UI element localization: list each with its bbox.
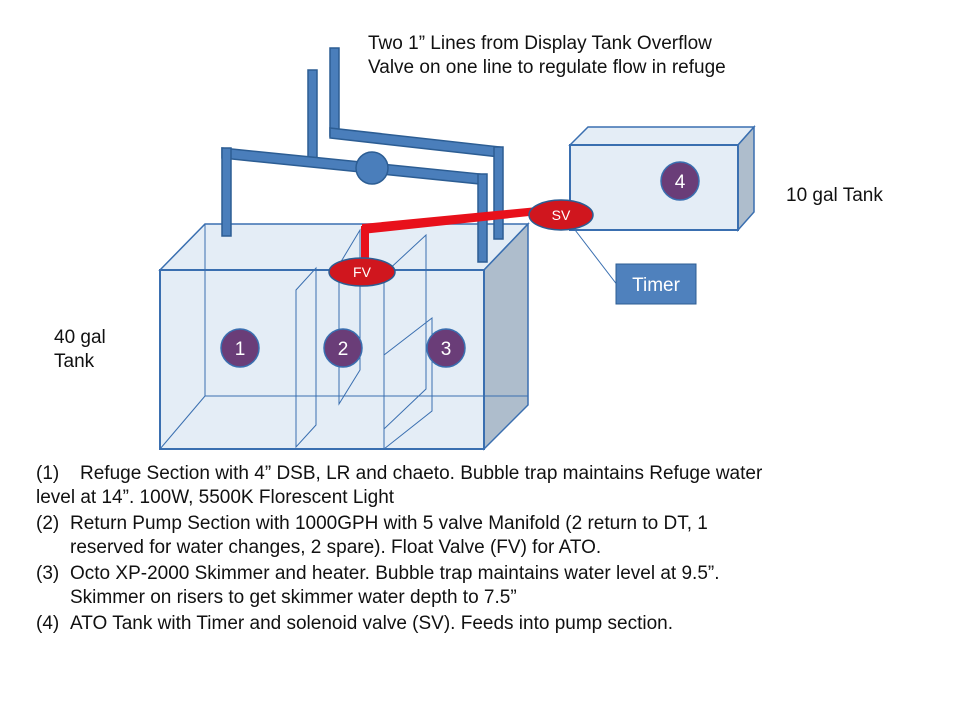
ato-line-drop — [361, 226, 369, 272]
note-item: (4) ATO Tank with Timer and solenoid val… — [36, 612, 936, 636]
solenoid-valve: SV — [528, 199, 594, 231]
ato-tank-label: 10 gal Tank — [786, 185, 883, 206]
float-valve: FV — [328, 257, 396, 287]
note-text: ATO Tank with Timer and solenoid valve (… — [70, 613, 674, 634]
note-text-continued: reserved for water changes, 2 spare). Fl… — [70, 537, 602, 558]
timer-label: Timer — [632, 275, 681, 296]
section-1-label: 1 — [235, 339, 246, 360]
pipe-drop-right — [493, 146, 504, 240]
ato-tank-top — [568, 126, 756, 146]
note-number: (3) — [36, 563, 60, 584]
ato-line — [361, 206, 619, 287]
main-tank-label-line1: 40 gal — [54, 327, 106, 348]
note-text: Octo XP-2000 Skimmer and heater. Bubble … — [70, 563, 720, 584]
solenoid-valve-shape — [528, 199, 594, 231]
note-item: (2) Return Pump Section with 1000GPH wit… — [36, 512, 936, 560]
overflow-plumbing — [221, 47, 504, 263]
note-item: (1) Refuge Section with 4” DSB, LR and c… — [36, 462, 936, 510]
section-1-marker — [220, 328, 260, 368]
note-number: (4) — [36, 613, 60, 634]
pipe-lower-horizontal — [221, 147, 481, 185]
overflow-caption-line1: Two 1” Lines from Display Tank Overflow — [368, 33, 712, 54]
overflow-caption: Two 1” Lines from Display Tank Overflow … — [368, 32, 726, 80]
ato-tank-side — [737, 125, 755, 232]
ato-tank — [568, 125, 756, 232]
section-3-marker — [426, 328, 466, 368]
timer-wire — [571, 225, 619, 287]
note-text-continued: level at 14”. 100W, 5500K Florescent Lig… — [36, 487, 395, 508]
timer: Timer — [615, 263, 697, 305]
section-4-marker — [660, 161, 700, 201]
notes-list: (1) Refuge Section with 4” DSB, LR and c… — [36, 462, 936, 638]
section-2-marker — [323, 328, 363, 368]
note-item: (3) Octo XP-2000 Skimmer and heater. Bub… — [36, 562, 936, 610]
ato-line-horizontal — [362, 206, 548, 234]
overflow-caption-line2: Valve on one line to regulate flow in re… — [368, 57, 726, 78]
flow-regulating-valve — [355, 151, 389, 185]
section-3-label: 3 — [441, 339, 452, 360]
timer-box — [615, 263, 697, 305]
note-text: Refuge Section with 4” DSB, LR and chaet… — [80, 463, 763, 484]
ato-tank-front — [569, 144, 739, 231]
section-markers: 1 2 3 4 — [220, 161, 700, 368]
float-valve-label: FV — [353, 264, 372, 280]
note-text: Return Pump Section with 1000GPH with 5 … — [70, 513, 708, 534]
pipe-riser-left — [307, 69, 318, 163]
pipe-drop-refuge — [221, 147, 232, 237]
baffle-refuge — [295, 266, 317, 449]
main-tank-label: 40 gal Tank — [54, 326, 106, 374]
solenoid-valve-label: SV — [552, 207, 571, 223]
note-number: (1) — [36, 463, 60, 484]
pipe-riser-right — [329, 47, 340, 137]
main-tank-label-line2: Tank — [54, 351, 95, 372]
float-valve-shape — [328, 257, 396, 287]
note-text-continued: Skimmer on risers to get skimmer water d… — [70, 587, 517, 608]
baffle-skimmer — [383, 316, 433, 451]
pipe-upper-horizontal — [329, 127, 501, 158]
section-4-label: 4 — [675, 172, 686, 193]
main-tank-floor-edge — [159, 395, 206, 450]
note-number: (2) — [36, 513, 60, 534]
section-2-label: 2 — [338, 339, 349, 360]
